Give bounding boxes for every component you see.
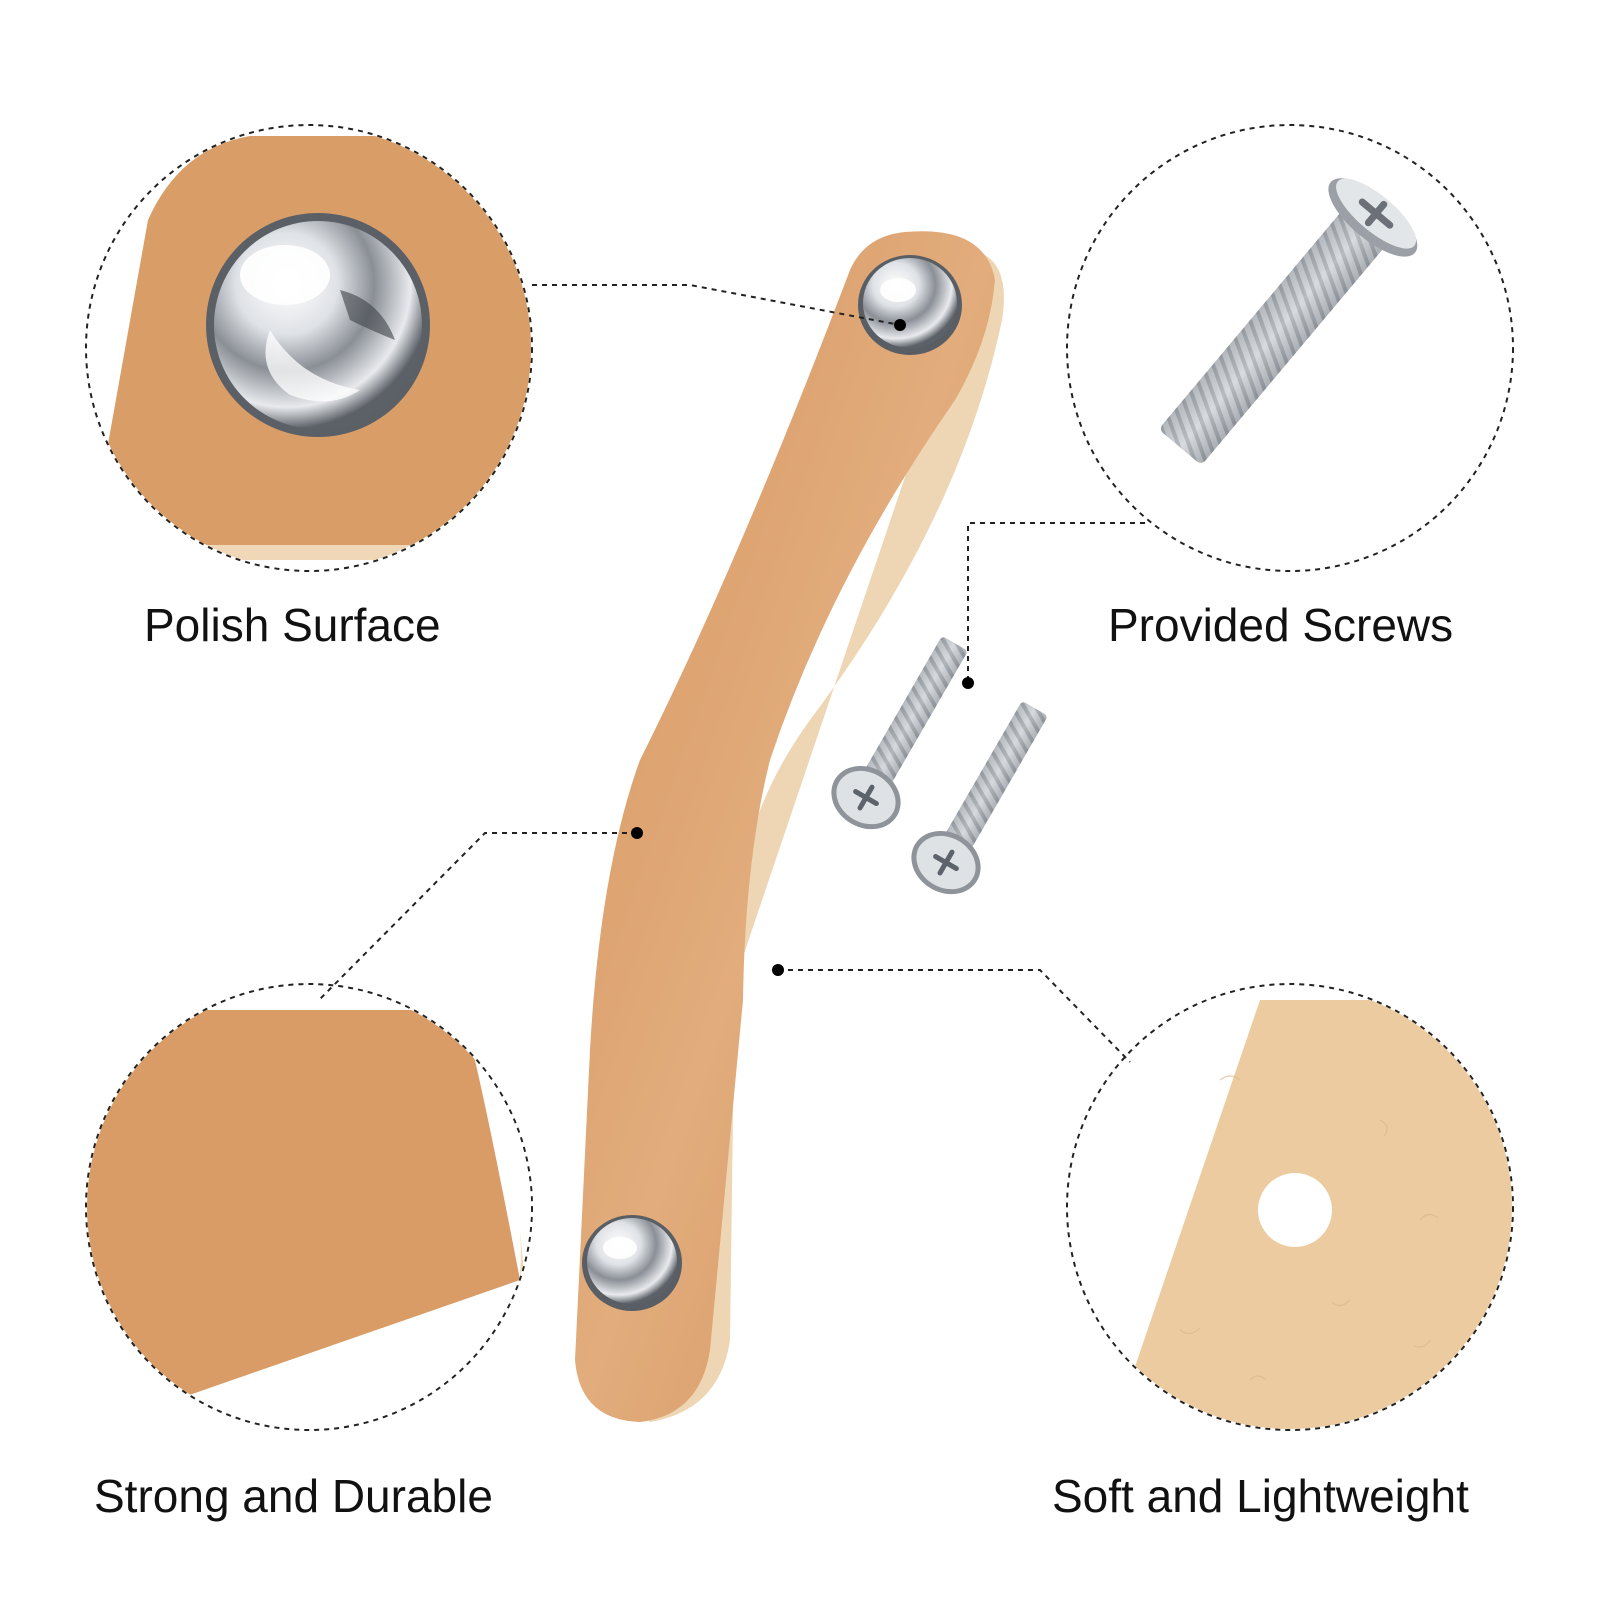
zoom-soft-lightweight [1068, 1000, 1512, 1429]
chrome-rivet-icon [858, 255, 962, 355]
leather-handle [575, 231, 1004, 1422]
detail-circle-screws [1066, 124, 1514, 572]
screw-hole [1258, 1173, 1332, 1247]
caption-provided-screws: Provided Screws [1108, 599, 1454, 651]
leader-lines [319, 284, 1145, 1063]
zoom-polish-surface [90, 136, 531, 560]
chrome-rivet-icon [582, 1215, 682, 1311]
chrome-rivet-icon [206, 213, 430, 437]
detail-circle-polish [85, 124, 533, 572]
phillips-screw-icon [1161, 178, 1418, 463]
caption-soft-lightweight: Soft and Lightweight [1052, 1470, 1469, 1522]
caption-strong-durable: Strong and Durable [94, 1470, 493, 1522]
phillips-screw-icon [911, 702, 1047, 895]
detail-circle-strong [85, 983, 533, 1431]
zoom-strong-durable [87, 1000, 531, 1429]
detail-circle-soft [1066, 983, 1514, 1431]
caption-polish-surface: Polish Surface [144, 599, 441, 651]
zoom-provided-screws [1161, 178, 1418, 463]
leader-dots [631, 319, 974, 976]
phillips-screw-icon [831, 637, 967, 830]
